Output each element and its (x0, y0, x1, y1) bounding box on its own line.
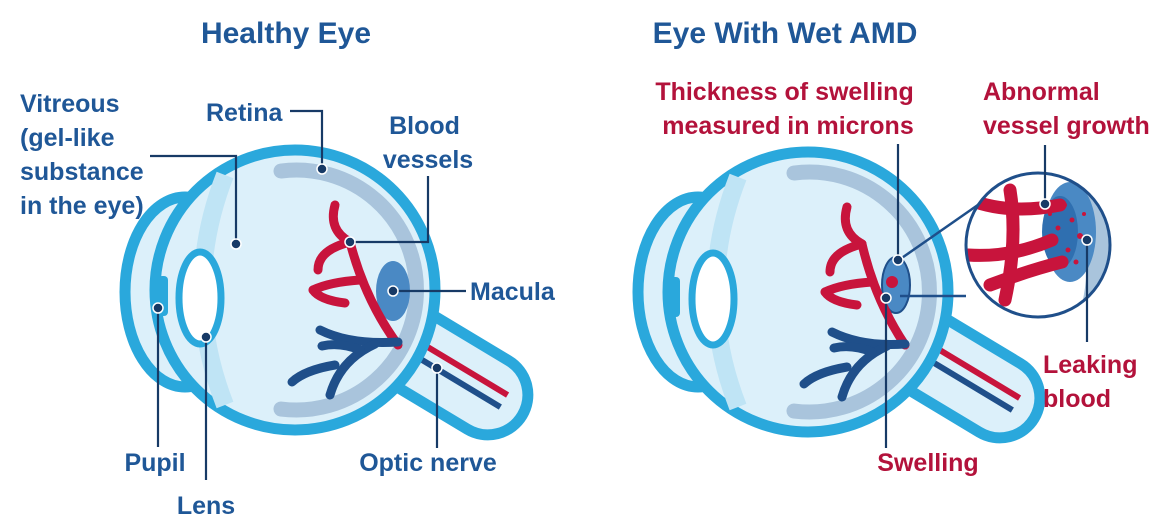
vitreous-label: Vitreous (gel-like substance in the eye) (20, 90, 151, 220)
blood-vessels-label-line-2: vessels (383, 146, 473, 174)
blood-vessels-label-line-1: Blood (389, 112, 460, 140)
magnified-inset (966, 170, 1120, 320)
abnormal-growth-label: Abnormal vessel growth (983, 78, 1150, 140)
retina-label: Retina (206, 99, 284, 127)
thickness-label-line-2: measured in microns (662, 112, 913, 140)
swelling-label: Swelling (877, 449, 978, 477)
healthy-eye-title: Healthy Eye (201, 17, 371, 50)
amd-pupil (670, 277, 680, 317)
vitreous-label-line-2: (gel-like (20, 124, 115, 152)
amd-lens (692, 253, 734, 345)
vitreous-label-line-4: in the eye) (20, 192, 144, 220)
thickness-label-line-1: Thickness of swelling (655, 78, 913, 106)
vitreous-label-line-3: substance (20, 158, 144, 186)
lens (179, 252, 221, 344)
leaking-blood-label: Leaking blood (1043, 351, 1144, 413)
vitreous-label-line-1: Vitreous (20, 90, 120, 118)
pupil-label: Pupil (124, 449, 185, 477)
abnormal-growth-label-line-1: Abnormal (983, 78, 1100, 106)
amd-eye-title: Eye With Wet AMD (653, 17, 918, 50)
macula-label: Macula (470, 278, 556, 306)
optic-nerve-label: Optic nerve (359, 449, 497, 477)
leaking-blood-label-line-2: blood (1043, 385, 1111, 413)
leaking-blood-label-line-1: Leaking (1043, 351, 1137, 379)
swelling-leak (886, 276, 898, 288)
abnormal-growth-label-line-2: vessel growth (983, 112, 1150, 140)
blood-vessels-label: Blood vessels (383, 112, 473, 174)
lens-label: Lens (177, 492, 235, 519)
thickness-label: Thickness of swelling measured in micron… (655, 78, 920, 140)
